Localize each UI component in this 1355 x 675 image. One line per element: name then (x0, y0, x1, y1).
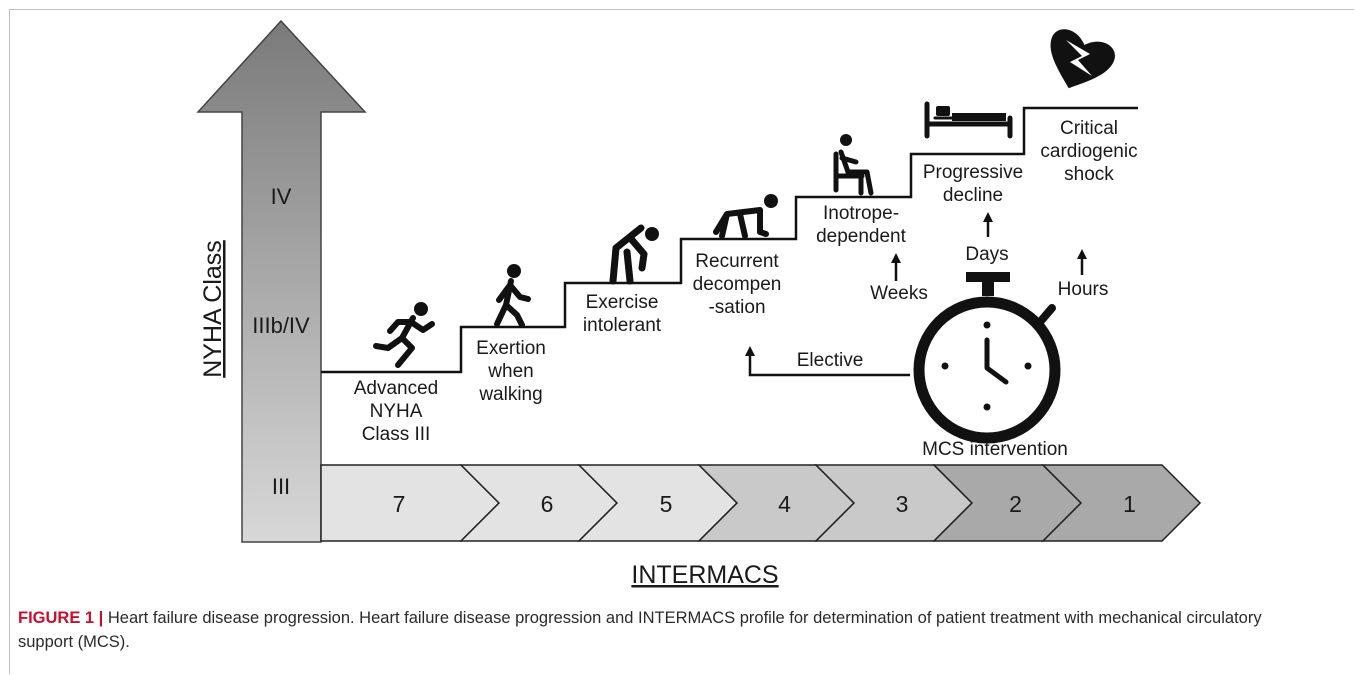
intermacs-profile-label: 5 (660, 491, 673, 517)
elective-label: Elective (797, 350, 864, 371)
hospital-bed-icon (924, 101, 1013, 139)
nyha-level-iv: IV (271, 184, 292, 209)
step-label-line: intolerant (583, 315, 662, 336)
step-label-line: shock (1064, 164, 1114, 185)
stopwatch-icon (913, 272, 1061, 444)
figure-caption: FIGURE 1 | Heart failure disease progres… (18, 606, 1318, 654)
weeks-label: Weeks (870, 283, 928, 304)
seated-person-icon (833, 134, 874, 196)
step-label: Inotrope-dependent (816, 203, 907, 247)
mcs-intervention-label: MCS intervention (922, 439, 1068, 460)
intermacs-profile-row: 7 6 5 4 3 2 1 (320, 464, 1202, 542)
nyha-class-arrow (196, 19, 367, 543)
walking-person-icon (494, 264, 531, 328)
step-label-line: decompen (693, 274, 782, 295)
intermacs-profile-label: 4 (778, 491, 791, 517)
nyha-level-iiib-iv: IIIb/IV (252, 313, 310, 338)
intermacs-profile-label: 3 (896, 491, 909, 517)
step-label-line: Critical (1060, 118, 1118, 139)
step-label-line: Exercise (586, 292, 659, 313)
step-label-line: cardiogenic (1040, 141, 1137, 162)
step-label-line: Exertion (476, 338, 546, 359)
caption-text: Heart failure disease progression. Heart… (18, 609, 1262, 651)
figure-number: FIGURE 1 | (18, 609, 104, 627)
nyha-level-iii: III (272, 474, 290, 499)
bent-over-person-icon (609, 224, 659, 285)
step-label-line: dependent (816, 226, 907, 247)
intermacs-axis-title: INTERMACS (631, 561, 778, 589)
figure-frame (9, 9, 1354, 674)
hours-label: Hours (1058, 279, 1109, 300)
step-label-line: -sation (708, 297, 765, 318)
crawling-person-icon (713, 194, 778, 239)
timing-arrows (745, 212, 1087, 377)
running-person-icon (373, 302, 435, 368)
step-label-line: NYHA (370, 401, 423, 422)
broken-heart-icon (1050, 29, 1115, 89)
intermacs-profile-label: 7 (393, 491, 406, 517)
progression-staircase (321, 106, 1138, 374)
step-label-line: Inotrope- (823, 203, 899, 224)
intermacs-chevron-1 (1041, 464, 1202, 542)
intermacs-profile-label: 1 (1123, 491, 1136, 517)
days-label: Days (965, 244, 1008, 265)
heart-failure-progression-diagram: IV IIIb/IV III NYHA Class 7 6 5 4 3 2 1 Advanc… (196, 19, 1202, 589)
step-label-line: Recurrent (695, 251, 779, 272)
step-label-line: walking (478, 384, 542, 405)
step-label-line: when (487, 361, 533, 382)
step-label-line: Class III (362, 424, 431, 445)
step-label-line: decline (943, 185, 1003, 206)
intermacs-profile-label: 6 (541, 491, 554, 517)
intermacs-profile-label: 2 (1009, 491, 1022, 517)
step-label-line: Progressive (923, 162, 1023, 183)
nyha-axis-title: NYHA Class (199, 240, 227, 378)
step-label-line: Advanced (354, 378, 439, 399)
